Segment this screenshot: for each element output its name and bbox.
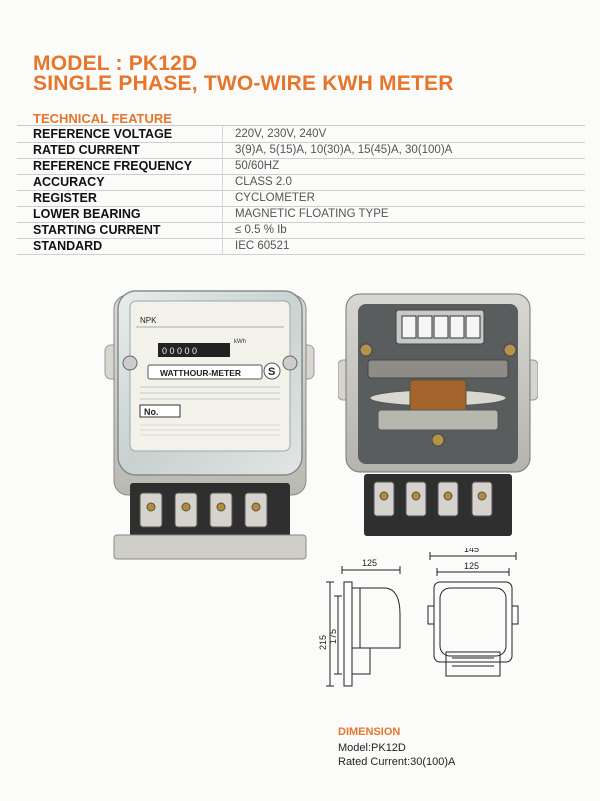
title-description: SINGLE PHASE, TWO-WIRE KWH METER: [33, 72, 454, 95]
dimension-rated-current: Rated Current:30(100)A: [338, 756, 456, 768]
title-model: MODEL : PK12D: [33, 52, 198, 75]
column-divider: [222, 206, 223, 222]
feature-value: CLASS 2.0: [235, 176, 292, 188]
meter-serial-label: No.: [144, 407, 159, 417]
front-width-outer-label: 145: [464, 548, 479, 554]
meter-brand: NPK: [140, 316, 157, 325]
feature-row: ACCURACY CLASS 2.0: [17, 174, 585, 191]
column-divider: [222, 142, 223, 158]
feature-label: REFERENCE FREQUENCY: [33, 159, 193, 173]
front-width-inner-label: 125: [464, 561, 479, 571]
feature-value: MAGNETIC FLOATING TYPE: [235, 208, 389, 220]
feature-label: RATED CURRENT: [33, 143, 140, 157]
feature-label: STARTING CURRENT: [33, 223, 161, 237]
feature-value: IEC 60521: [235, 240, 290, 252]
column-divider: [222, 174, 223, 190]
feature-value: 3(9)A, 5(15)A, 10(30)A, 15(45)A, 30(100)…: [235, 144, 453, 156]
feature-label: LOWER BEARING: [33, 207, 141, 221]
meter-front-image: NPK 0 0 0 0 0 kWh WATTHOUR-METER S No.: [104, 290, 315, 560]
dimension-heading: DIMENSION: [338, 726, 401, 738]
table-top-rule: [17, 125, 585, 126]
technical-feature-heading: TECHNICAL FEATURE: [33, 111, 172, 126]
meter-counter: 0 0 0 0 0: [162, 346, 197, 356]
feature-value: 220V, 230V, 240V: [235, 128, 327, 140]
meter-logo: S: [268, 366, 275, 378]
feature-label: REGISTER: [33, 191, 97, 205]
side-height-outer-label: 215: [318, 635, 328, 650]
feature-row: STANDARD IEC 60521: [17, 238, 585, 255]
feature-row: REFERENCE FREQUENCY 50/60HZ: [17, 158, 585, 175]
feature-row: REFERENCE VOLTAGE 220V, 230V, 240V: [17, 126, 585, 143]
meter-nameplate: WATTHOUR-METER: [160, 368, 241, 378]
side-height-inner-label: 175: [328, 629, 338, 644]
feature-row: STARTING CURRENT ≤ 0.5 % Ib: [17, 222, 585, 239]
column-divider: [222, 238, 223, 254]
feature-label: STANDARD: [33, 239, 103, 253]
column-divider: [222, 190, 223, 206]
feature-value: 50/60HZ: [235, 160, 280, 172]
dimension-drawing: 125 215 175 145 125: [318, 548, 519, 687]
side-width-label: 125: [362, 558, 377, 568]
feature-value: ≤ 0.5 % Ib: [235, 224, 287, 236]
feature-row: REGISTER CYCLOMETER: [17, 190, 585, 207]
feature-label: ACCURACY: [33, 175, 105, 189]
feature-value: CYCLOMETER: [235, 192, 315, 204]
feature-row: LOWER BEARING MAGNETIC FLOATING TYPE: [17, 206, 585, 223]
column-divider: [222, 222, 223, 238]
feature-label: REFERENCE VOLTAGE: [33, 127, 173, 141]
column-divider: [222, 158, 223, 174]
feature-row: RATED CURRENT 3(9)A, 5(15)A, 10(30)A, 15…: [17, 142, 585, 159]
column-divider: [222, 126, 223, 142]
dimension-model: Model:PK12D: [338, 742, 406, 754]
meter-interior-image: [338, 293, 538, 536]
meter-unit: kWh: [234, 339, 246, 345]
